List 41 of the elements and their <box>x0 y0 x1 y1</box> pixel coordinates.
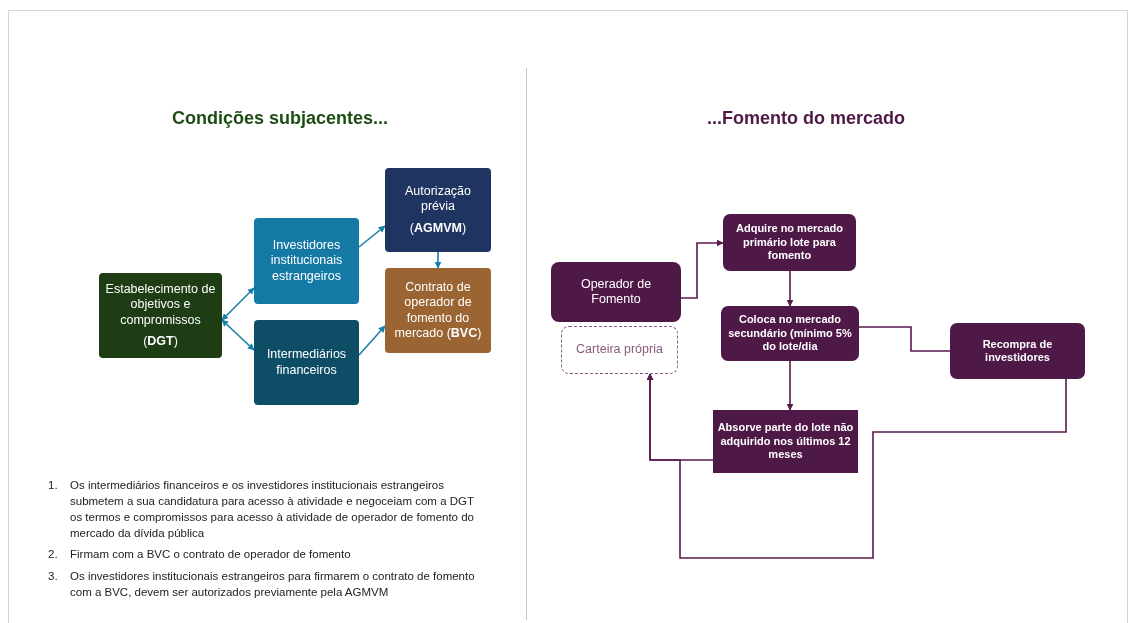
process-box <box>721 306 859 361</box>
process-box <box>713 410 858 473</box>
note-text: Firmam com a BVC o contrato de operador de fomento <box>70 547 352 563</box>
note-text: Os investidores institucionais estrangeiros para firmarem o contrato de fomento com a BVC, devem ser autorizados previamente pela AGMVM <box>70 569 476 601</box>
arrow <box>221 319 255 351</box>
box-label: Recompra de investidores <box>981 337 1054 365</box>
box-label: (AGMVM) <box>409 220 467 236</box>
box-label: Carteira própria <box>576 342 663 358</box>
arrow <box>786 270 794 307</box>
list-number: 3. <box>48 569 59 585</box>
process-box <box>385 268 491 353</box>
arrow <box>358 225 386 248</box>
arrow <box>221 287 255 321</box>
process-box <box>551 262 681 322</box>
box-label: Intermediários financeiros <box>265 347 348 378</box>
process-box <box>254 320 359 405</box>
arrow <box>646 373 1067 559</box>
box-label: Absorve parte do lote não adquirido nos últimos 12 meses <box>717 421 854 462</box>
process-box <box>254 218 359 304</box>
section-heading: ...Fomento do mercado <box>706 108 906 129</box>
arrow <box>434 251 442 269</box>
list-number: 1. <box>48 478 59 493</box>
process-box <box>385 168 491 252</box>
process-box <box>99 273 222 358</box>
list-number: 2. <box>48 547 59 563</box>
box-label: Investidores institucionais estrangeiros <box>269 238 344 284</box>
arrow <box>358 325 386 356</box>
arrow <box>786 360 794 411</box>
box-label: (DGT) <box>143 333 178 349</box>
box-label: Operador de Fomento <box>579 276 653 308</box>
box-label: Adquire no mercado primário lote para fomento <box>735 222 844 263</box>
process-box <box>723 214 856 271</box>
note-text: Os intermediários financeiros e os investidores institucionais estrangeiros submetem a sua candidatura para acesso à atividade e negoceiam com a DGT os termos e compromissos para acesso à atividade de operador de fomento do mercado da dívida pública <box>70 478 475 541</box>
arrow <box>680 239 724 299</box>
box-label: Coloca no mercado secundário (mínimo 5% do lote/dia <box>727 313 853 354</box>
box-label: Autorização prévia <box>404 184 472 215</box>
process-box <box>950 323 1085 379</box>
box-label: Contrato de operador de fomento do mercado (BVC) <box>393 280 483 341</box>
process-box <box>561 326 678 374</box>
section-heading: Condições subjacentes... <box>170 108 390 129</box>
box-label: Estabelecimento de objetivos e compromissos <box>104 282 217 328</box>
